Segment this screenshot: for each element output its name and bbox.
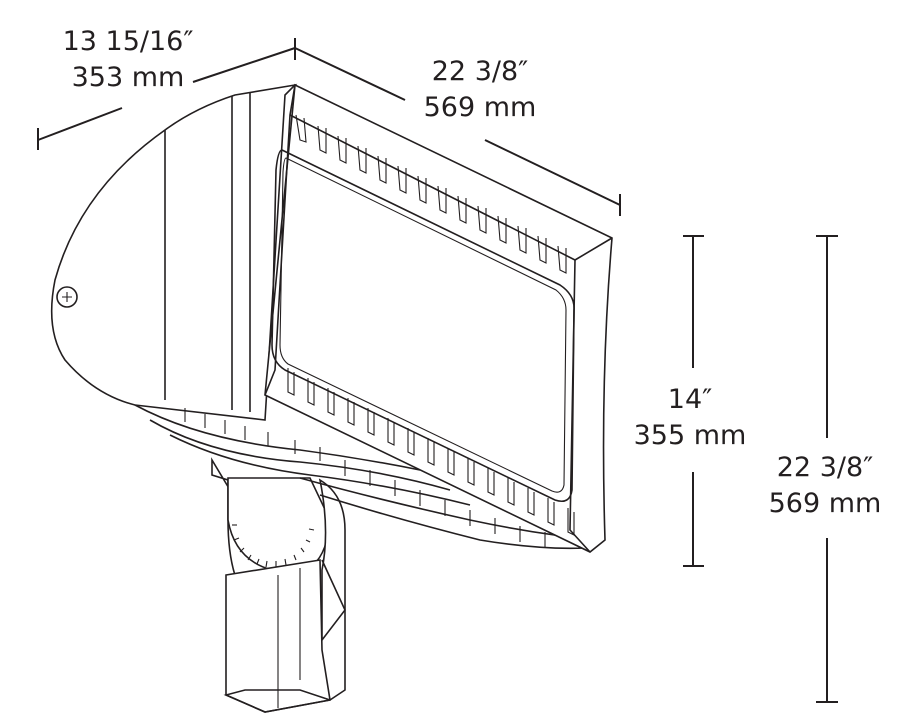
fixture-housing: [50, 83, 601, 550]
width-metric: 569 mm: [423, 92, 537, 123]
overall-height-metric: 569 mm: [768, 488, 882, 519]
knuckle-mount: [211, 457, 346, 713]
width-dimension-line: [294, 47, 621, 216]
screw-icon: [56, 286, 78, 308]
overall-height-imperial: 22 3/8″: [776, 452, 874, 483]
fixture-height-dimension-label: 14″ 355 mm: [615, 382, 765, 454]
overall-height-dimension-label: 22 3/8″ 569 mm: [750, 450, 900, 522]
depth-dimension-line: [37, 38, 296, 150]
depth-imperial: 13 15/16″: [62, 26, 194, 57]
fixture-height-metric: 355 mm: [633, 420, 747, 451]
fixture-height-imperial: 14″: [667, 384, 713, 415]
depth-metric: 353 mm: [71, 62, 185, 93]
depth-dimension-label: 13 15/16″ 353 mm: [28, 24, 228, 96]
width-imperial: 22 3/8″: [431, 56, 529, 87]
width-dimension-label: 22 3/8″ 569 mm: [395, 54, 565, 126]
fixture-height-dimension-line: [683, 235, 704, 567]
fixture-front-face: [264, 83, 613, 553]
overall-height-dimension-line: [816, 235, 838, 703]
